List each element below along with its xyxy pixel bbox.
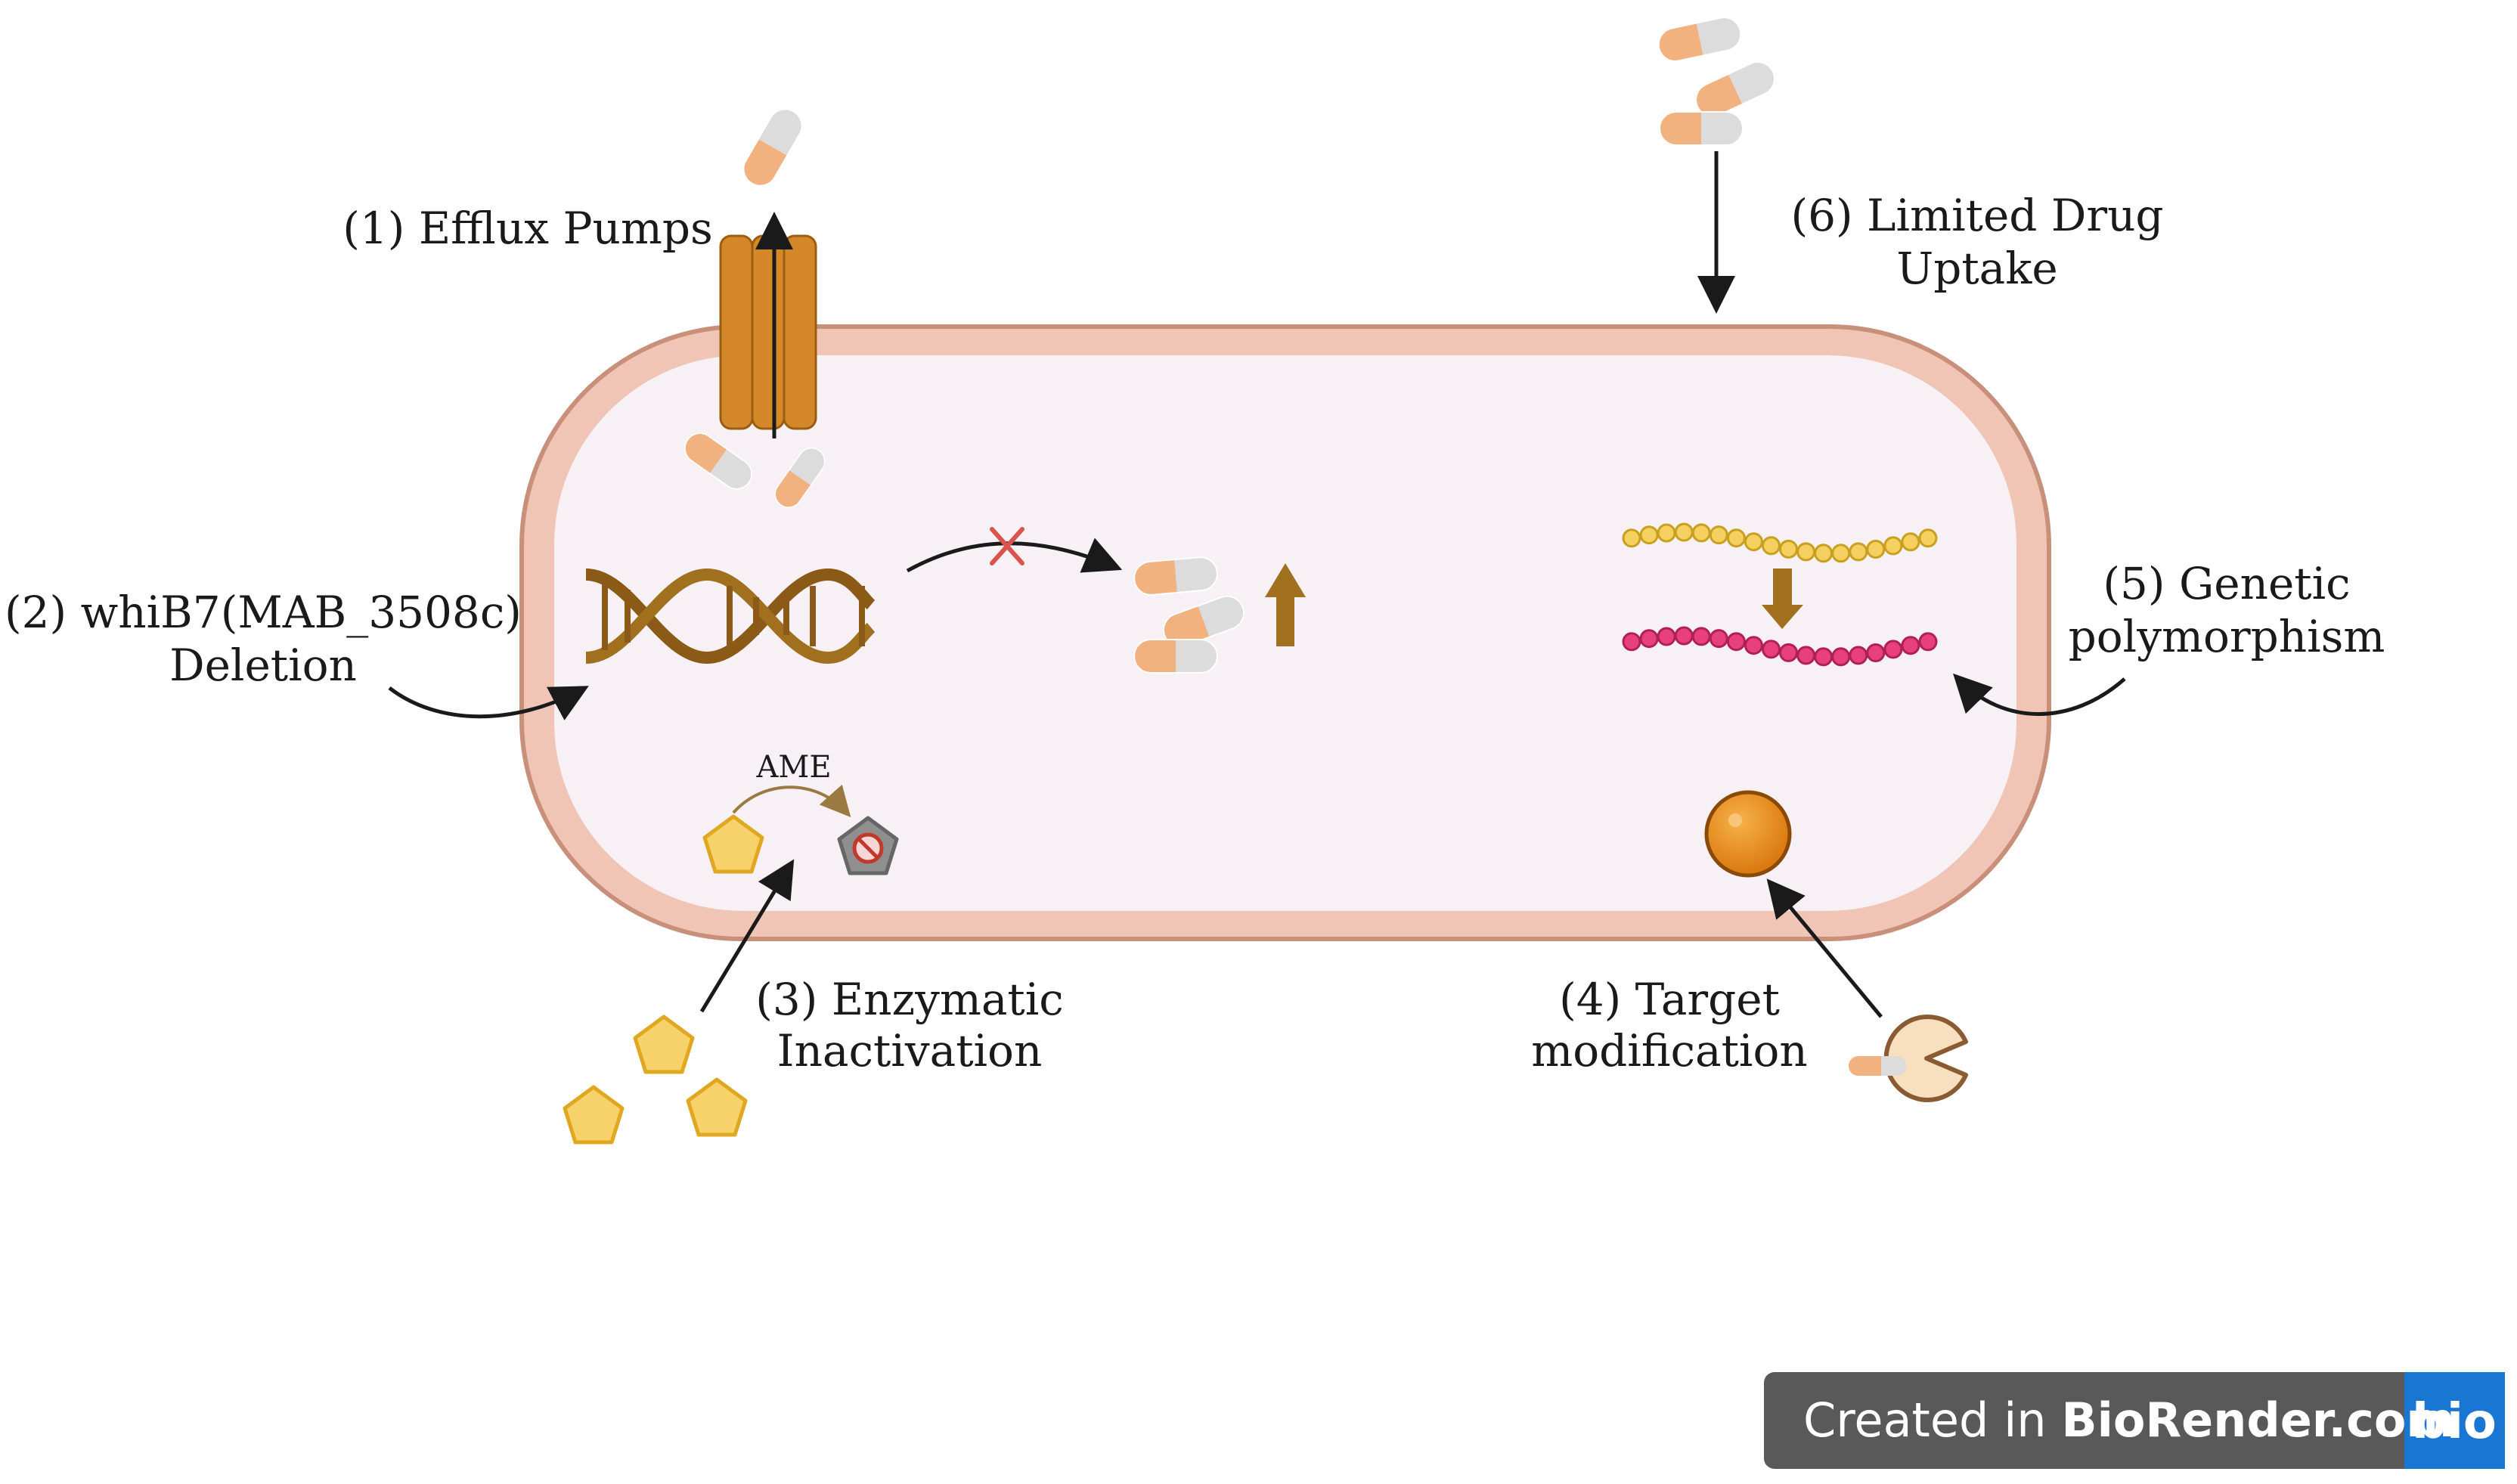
bead xyxy=(1622,632,1641,652)
bead xyxy=(1814,544,1834,563)
label-ame: AME xyxy=(755,750,831,785)
bead xyxy=(1796,646,1816,665)
bead xyxy=(1849,542,1868,562)
bead xyxy=(1709,525,1728,545)
bead xyxy=(1849,646,1868,665)
bead xyxy=(1779,643,1798,662)
bead xyxy=(1883,536,1903,556)
label-enzymatic-line1: (3) Enzymatic xyxy=(755,974,1064,1025)
bead xyxy=(1674,522,1694,542)
bead-chain-yellow xyxy=(1622,522,1938,563)
bead xyxy=(1796,542,1816,562)
bead xyxy=(1762,536,1781,556)
bead xyxy=(1901,636,1920,655)
increase-arrow-icon xyxy=(1265,563,1306,646)
bead xyxy=(1866,540,1886,559)
bead xyxy=(1639,525,1659,545)
watermark-logo-icon: bio xyxy=(2412,1394,2497,1450)
whib7-pointer-arrow xyxy=(388,686,589,720)
label-genetic-line2: polymorphism xyxy=(2069,611,2385,662)
pentagon-outside-3 xyxy=(688,1080,745,1135)
bead xyxy=(1779,539,1798,559)
dna-helix xyxy=(585,568,876,665)
enzymatic-pointer-arrow xyxy=(699,859,795,1013)
uptake-pill-3 xyxy=(1659,111,1744,146)
accumulated-pill-3 xyxy=(1133,639,1218,674)
bead xyxy=(1918,528,1938,548)
bead xyxy=(1639,629,1659,649)
uptake-pill-1 xyxy=(1654,14,1745,65)
bead xyxy=(1691,627,1711,646)
bead xyxy=(1674,626,1694,646)
target-pill-icon xyxy=(1849,1056,1906,1076)
pentagon-inactivated-icon xyxy=(837,816,899,875)
biorender-watermark: Created in BioRender.com bio xyxy=(1764,1372,2505,1469)
label-uptake-line2: Uptake xyxy=(1896,243,2057,294)
bead xyxy=(1622,528,1641,548)
efflux-pill-out xyxy=(736,102,809,193)
ame-arrow xyxy=(732,784,851,817)
label-efflux: (1) Efflux Pumps xyxy=(343,203,712,254)
bead xyxy=(1831,544,1851,563)
bead xyxy=(1901,532,1920,552)
efflux-pump xyxy=(719,234,817,430)
watermark-prefix: Created in xyxy=(1803,1393,2061,1448)
bead xyxy=(1657,523,1676,543)
accumulated-pill-1 xyxy=(1132,555,1220,597)
label-target-line1: (4) Target xyxy=(1559,974,1780,1025)
bead xyxy=(1709,629,1728,649)
bead xyxy=(1883,640,1903,659)
genetic-pointer-arrow xyxy=(1953,673,2126,716)
watermark-brand: BioRender.com xyxy=(2061,1393,2455,1448)
svg-text:Created in BioRender.com: Created in BioRender.com xyxy=(1803,1393,2455,1448)
blocked-x-icon xyxy=(990,527,1024,565)
label-whib7-line2: Deletion xyxy=(169,640,357,691)
bead xyxy=(1657,627,1676,646)
label-whib7-line1: (2) whiB7(MAB_3508c) xyxy=(5,587,522,638)
target-sphere xyxy=(1704,790,1792,878)
bead xyxy=(1744,636,1763,655)
bead xyxy=(1691,523,1711,543)
bead xyxy=(1866,643,1886,662)
bead xyxy=(1918,632,1938,652)
bead xyxy=(1726,632,1746,652)
bead xyxy=(1814,647,1834,667)
pentagon-outside-2 xyxy=(565,1087,622,1142)
bead xyxy=(1744,532,1763,552)
label-genetic-line1: (5) Genetic xyxy=(2103,558,2350,609)
bead xyxy=(1831,647,1851,667)
label-target-line2: modification xyxy=(1531,1025,1807,1077)
pentagon-outside-1 xyxy=(635,1017,693,1072)
label-uptake-line1: (6) Limited Drug xyxy=(1790,190,2163,241)
target-pointer-arrow xyxy=(1766,878,1883,1018)
mutation-down-arrow-icon xyxy=(1762,569,1803,629)
bead-chain-pink xyxy=(1622,626,1938,667)
bead xyxy=(1762,640,1781,659)
label-enzymatic-line2: Inactivation xyxy=(777,1025,1043,1077)
bead xyxy=(1726,528,1746,548)
